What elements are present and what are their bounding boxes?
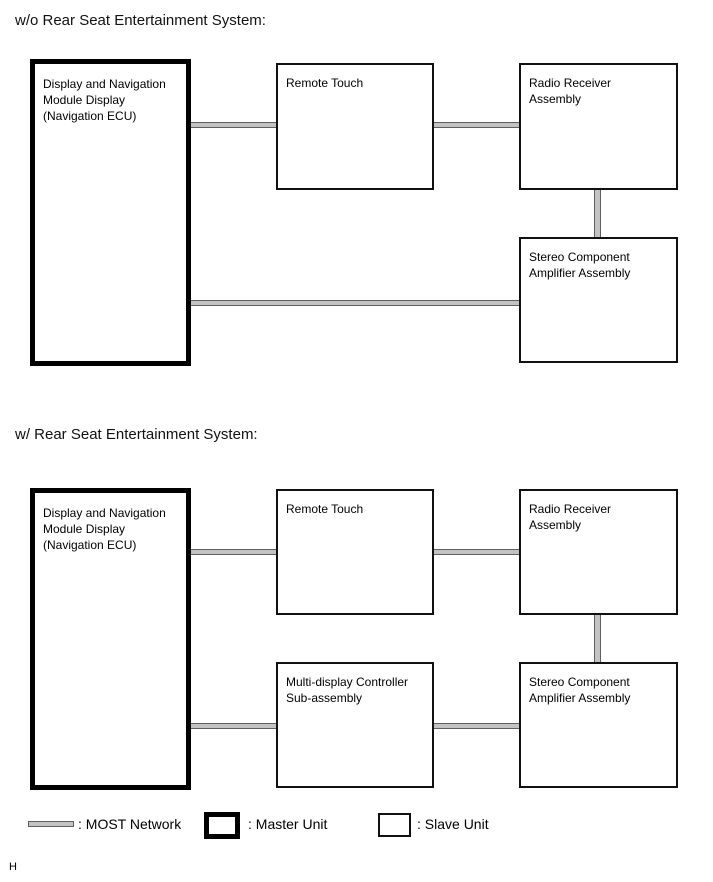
node-navigation-ecu-master: Display and Navigation Module Display (N… — [30, 59, 191, 366]
node-navigation-ecu-master-2: Display and Navigation Module Display (N… — [30, 488, 191, 790]
node-remote-touch-2: Remote Touch — [276, 489, 434, 615]
most-connector-master-to-multidisplay — [188, 723, 279, 729]
most-connector-master-to-remote-touch — [188, 122, 279, 128]
legend-master-unit-swatch — [204, 812, 240, 839]
most-connector-master-to-remote-touch-2 — [188, 549, 279, 555]
legend-most-network-swatch — [28, 821, 74, 827]
legend-slave-unit-swatch — [378, 813, 411, 837]
node-radio-receiver-2: Radio Receiver Assembly — [519, 489, 678, 615]
node-multidisplay-controller: Multi-display Controller Sub-assembly — [276, 662, 434, 788]
most-connector-master-to-stereo — [188, 300, 522, 306]
most-connector-radio-to-stereo — [594, 188, 601, 239]
legend-slave-unit-label: : Slave Unit — [417, 816, 489, 832]
legend-master-unit-label: : Master Unit — [248, 816, 328, 832]
node-remote-touch: Remote Touch — [276, 63, 434, 190]
node-radio-receiver: Radio Receiver Assembly — [519, 63, 678, 190]
node-stereo-amplifier-2: Stereo Component Amplifier Assembly — [519, 662, 678, 788]
most-connector-remote-touch-to-radio — [431, 122, 522, 128]
most-connector-radio-to-stereo-2 — [594, 613, 601, 664]
most-connector-remote-touch-to-radio-2 — [431, 549, 522, 555]
diagram-title-with-rse: w/ Rear Seat Entertainment System: — [15, 426, 258, 443]
legend-most-network-label: : MOST Network — [78, 816, 182, 832]
node-stereo-amplifier: Stereo Component Amplifier Assembly — [519, 237, 678, 363]
diagram-title-without-rse: w/o Rear Seat Entertainment System: — [15, 12, 266, 29]
most-connector-multidisplay-to-stereo — [431, 723, 522, 729]
page-code: H — [9, 861, 17, 873]
